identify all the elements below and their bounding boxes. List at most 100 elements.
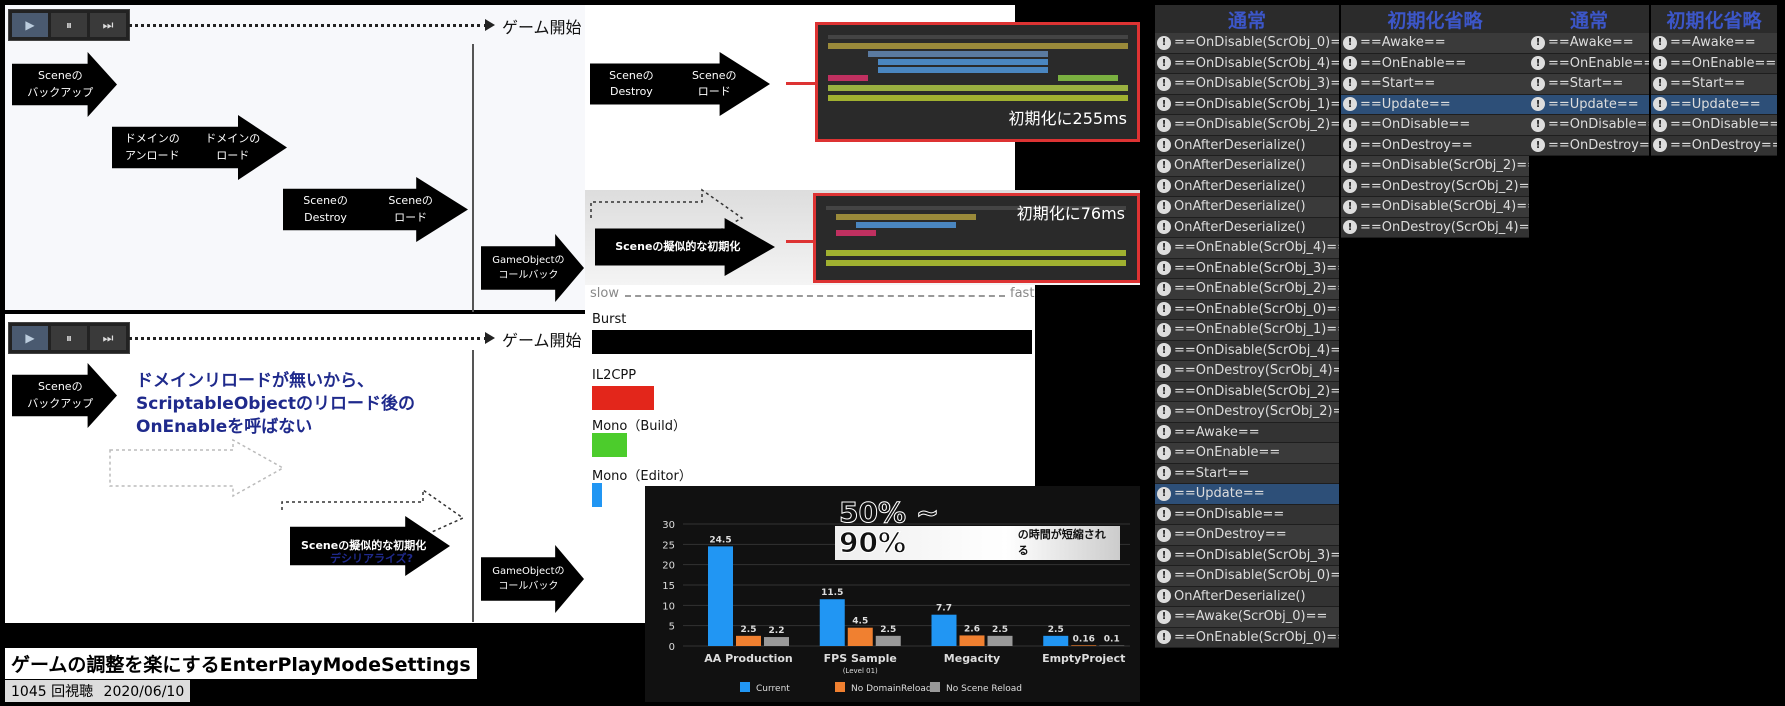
info-icon: ! [1653,35,1667,50]
log-entry[interactable]: !==OnEnable== [1651,53,1777,74]
step-button-2[interactable]: ⏭ [90,326,126,350]
info-icon: ! [1157,220,1171,235]
log-entry[interactable]: !==OnDestroy(ScrObj_4)== [1341,217,1529,238]
pseudo-init-label: Sceneの擬似的な初期化 [301,538,427,552]
legend-swatch [835,682,845,692]
log-entry[interactable]: !==OnDisable== [1529,115,1649,136]
log-entry[interactable]: !==OnDisable== [1155,504,1339,525]
pause-button[interactable]: ⏸ [51,13,87,37]
step-button[interactable]: ⏭ [90,13,126,37]
log-entry[interactable]: !OnAfterDeserialize() [1155,586,1339,607]
slow-fast-line [625,295,1005,297]
play-toolbar-top: ▶ ⏸ ⏭ [8,9,130,41]
log-entry[interactable]: !OnAfterDeserialize() [1155,217,1339,238]
chart-annotation: 50% ~ 90% の時間が短縮される [835,497,1120,560]
connector-76 [786,240,818,243]
bar [987,635,1013,646]
pseudo-dotted-arrow-right [590,188,744,241]
log-entry-text: ==OnDestroy== [1548,137,1649,153]
log-entry[interactable]: !==OnDisable(ScrObj_0)== [1155,566,1339,587]
log-entry[interactable]: !OnAfterDeserialize() [1155,156,1339,177]
log-entry[interactable]: !==OnEnable(ScrObj_1)== [1155,320,1339,341]
info-icon: ! [1343,97,1357,112]
log-entry[interactable]: !==OnDestroy(ScrObj_2)== [1155,402,1339,423]
log-entry[interactable]: !==Update== [1341,94,1529,115]
profiler-row [828,75,868,81]
log-entry[interactable]: !==Update== [1529,94,1649,115]
log-entry[interactable]: !OnAfterDeserialize() [1155,197,1339,218]
scene-destroy-line1: Sceneの [303,194,348,207]
log-column-normal: 通常!==OnDisable(ScrObj_0)==!==OnDisable(S… [1155,5,1339,648]
log-entry-text: ==OnDestroy(ScrObj_2)== [1360,178,1529,194]
log-entry-text: ==Update== [1670,96,1761,112]
log-column-header: 通常 [1155,5,1339,33]
log-entry[interactable]: !==OnDisable(ScrObj_4)== [1341,197,1529,218]
domain-unload-line2: アンロード [124,148,180,162]
log-entry[interactable]: !==OnDestroy== [1529,135,1649,156]
log-entry[interactable]: !==OnEnable== [1155,443,1339,464]
log-entry[interactable]: !==OnDisable(ScrObj_4)== [1155,340,1339,361]
log-entry-text: ==Start== [1548,76,1624,92]
log-entry[interactable]: !OnAfterDeserialize() [1155,135,1339,156]
speed-bar-label: Burst [592,312,627,327]
log-entry[interactable]: !==OnDisable(ScrObj_3)== [1155,74,1339,95]
log-entry[interactable]: !==OnDisable(ScrObj_0)== [1155,33,1339,54]
log-entry[interactable]: !==OnDisable(ScrObj_3)== [1155,545,1339,566]
log-entry[interactable]: !==Awake(ScrObj_0)== [1155,607,1339,628]
log-entry[interactable]: !==OnDisable(ScrObj_4)== [1155,53,1339,74]
speed-panel [585,285,1035,490]
log-entry[interactable]: !==Awake== [1651,33,1777,54]
log-entry[interactable]: !==OnDestroy(ScrObj_4)== [1155,361,1339,382]
log-entry[interactable]: !==OnEnable== [1529,53,1649,74]
info-icon: ! [1157,527,1171,542]
log-entry[interactable]: !==Awake== [1341,33,1529,54]
play-button[interactable]: ▶ [12,13,48,37]
log-entry-text: ==OnEnable== [1360,55,1467,71]
scene-load-line1: Sceneの [388,194,433,207]
log-entry[interactable]: !==OnDisable(ScrObj_1)== [1155,94,1339,115]
log-entry[interactable]: !==OnEnable== [1341,53,1529,74]
log-entry[interactable]: !==OnDestroy== [1651,135,1777,156]
category-label: Megacity [944,652,1000,665]
log-entry[interactable]: !==Start== [1155,463,1339,484]
log-entry[interactable]: !==OnDestroy== [1341,135,1529,156]
profiler-row [868,51,1048,57]
log-entry-text: ==OnDestroy(ScrObj_4)== [1174,363,1339,379]
log-entry[interactable]: !==OnDisable== [1651,115,1777,136]
log-entry[interactable]: !==OnDisable(ScrObj_2)== [1155,115,1339,136]
log-entry[interactable]: !==Start== [1529,74,1649,95]
log-entry[interactable]: !==OnEnable(ScrObj_3)== [1155,258,1339,279]
log-entry[interactable]: !==OnDisable(ScrObj_2)== [1341,156,1529,177]
info-icon: ! [1343,138,1357,153]
legend-label: Current [756,684,790,694]
log-entry[interactable]: !==OnEnable(ScrObj_4)== [1155,238,1339,259]
profiler-255ms: 初期化に255ms [815,22,1140,142]
log-entry[interactable]: !==Start== [1651,74,1777,95]
log-column-header: 初期化省略 [1341,5,1529,33]
log-entry[interactable]: !==Awake== [1155,422,1339,443]
log-entry[interactable]: !==Update== [1155,484,1339,505]
log-entry[interactable]: !==Start== [1341,74,1529,95]
profiler-row [828,95,1128,101]
log-entry[interactable]: !==OnDisable== [1341,115,1529,136]
scene-backup-line2: バックアップ [27,85,94,99]
log-entry[interactable]: !==Update== [1651,94,1777,115]
log-entry[interactable]: !==Awake== [1529,33,1649,54]
log-entry-text: ==Awake== [1174,424,1260,440]
domain-load-line1: ドメインの [205,132,261,145]
log-column-normal-2: 通常!==Awake==!==OnEnable==!==Start==!==Up… [1529,5,1649,156]
log-entry[interactable]: !==OnDisable(ScrObj_2)== [1155,381,1339,402]
pause-button-2[interactable]: ⏸ [51,326,87,350]
log-entry[interactable]: !==OnEnable(ScrObj_0)== [1155,299,1339,320]
profiler-row [878,59,1048,65]
log-entry[interactable]: !OnAfterDeserialize() [1155,176,1339,197]
log-entry[interactable]: !==OnDestroy(ScrObj_2)== [1341,176,1529,197]
play-button-2[interactable]: ▶ [12,326,48,350]
info-icon: ! [1157,568,1171,583]
log-entry[interactable]: !==OnEnable(ScrObj_2)== [1155,279,1339,300]
log-entry-text: ==OnDisable(ScrObj_4)== [1174,342,1339,358]
log-entry[interactable]: !==OnEnable(ScrObj_0)== [1155,627,1339,648]
log-entry[interactable]: !==OnDestroy== [1155,525,1339,546]
